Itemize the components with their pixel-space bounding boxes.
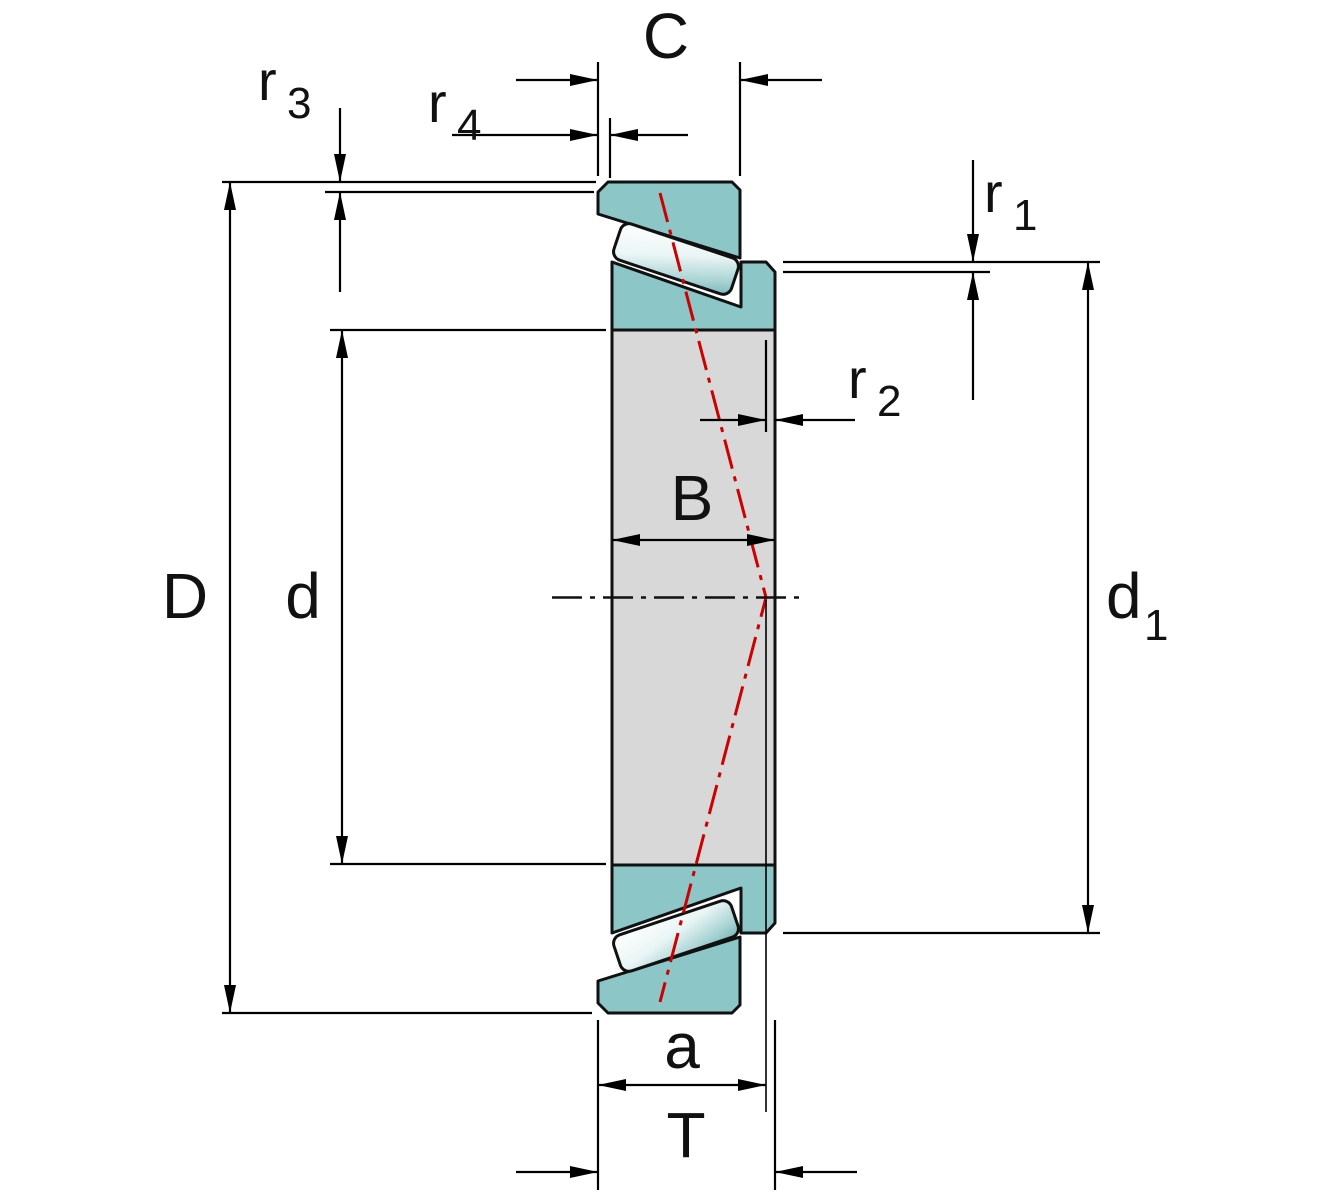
label-T: T — [666, 1099, 705, 1171]
dim-outer-diameter: D — [162, 180, 596, 1015]
label-r4: r 4 — [428, 71, 481, 150]
label-D: D — [162, 560, 208, 632]
label-B: B — [671, 462, 714, 534]
dim-total-width: T — [516, 1020, 857, 1190]
dim-pressure-center-distance: a — [596, 1010, 766, 1190]
dim-chamfer-r2: r 2 — [700, 340, 901, 432]
outer-ring-top-section — [596, 180, 742, 260]
label-C: C — [643, 0, 689, 72]
dim-chamfer-r3: r 3 — [258, 49, 594, 292]
dim-cup-width: C — [516, 0, 822, 176]
inner-ring-bottom-section — [610, 863, 777, 935]
label-r1: r 1 — [984, 161, 1037, 240]
dim-bore-diameter: d — [285, 328, 606, 866]
outer-ring-bottom-section — [596, 935, 742, 1015]
label-a: a — [664, 1010, 700, 1082]
label-r3: r 3 — [258, 49, 311, 128]
label-d1: d 1 — [1106, 560, 1168, 650]
inner-ring-top-section — [610, 260, 777, 332]
dim-chamfer-r1: r 1 — [783, 160, 1037, 400]
dim-chamfer-r4: r 4 — [428, 71, 688, 178]
label-d: d — [285, 560, 321, 632]
dim-rib-diameter: d 1 — [783, 260, 1168, 935]
dim-cone-width: B — [612, 462, 775, 546]
label-r2: r 2 — [848, 347, 901, 426]
